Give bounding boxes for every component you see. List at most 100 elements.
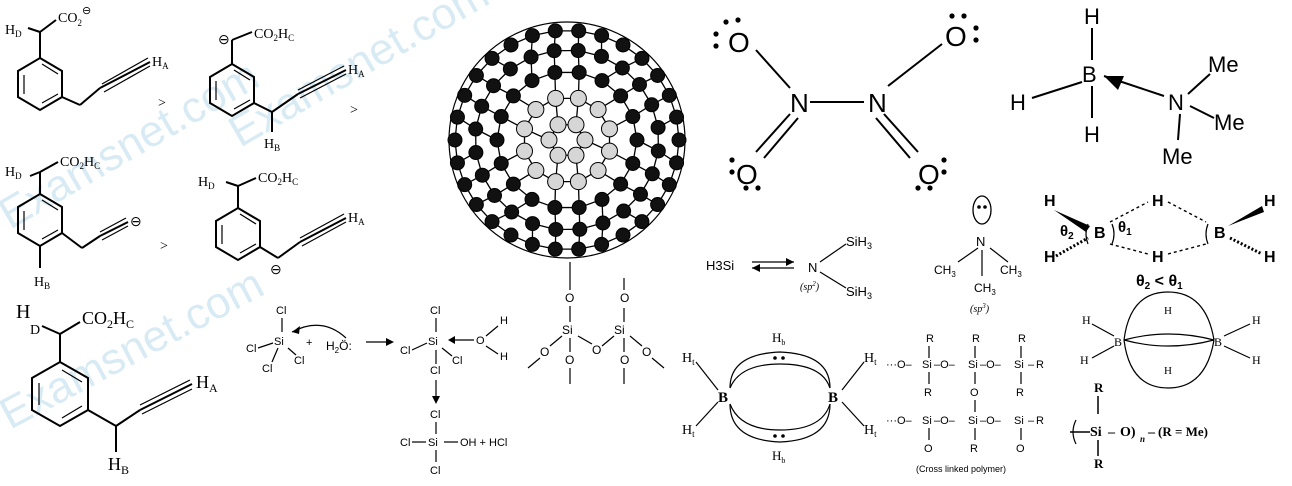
- benzene-ring: [31, 360, 89, 428]
- carbon-atom: [625, 109, 641, 125]
- cl-atom: Cl: [452, 355, 462, 367]
- carbon-atom: [571, 64, 587, 80]
- carbanion-charge: ⊖: [270, 263, 282, 278]
- carbon-atom: [474, 167, 490, 183]
- silyl-group: SiH3: [846, 284, 872, 301]
- carbon-atom: [547, 64, 563, 80]
- si-atom: Si: [1090, 425, 1102, 440]
- o-atom: O: [970, 387, 979, 399]
- cl-atom: Cl: [430, 365, 440, 377]
- ha-label: HA: [348, 63, 365, 79]
- carbon-atom: [527, 101, 545, 119]
- carbon-atom: [524, 28, 540, 44]
- o-atom: O: [540, 345, 549, 359]
- carbon-atom: [515, 120, 533, 138]
- h-atom: H: [1152, 193, 1164, 210]
- r-group: R: [1018, 333, 1026, 345]
- carbon-atom: [615, 227, 631, 243]
- svg-text:···O–: ···O–: [886, 415, 913, 427]
- carbon-atom: [571, 23, 587, 39]
- carbon-atom: [601, 142, 619, 160]
- carbon-atom: [669, 109, 685, 125]
- carbanion-charge: ⊖: [130, 215, 142, 230]
- carbon-atom: [669, 155, 685, 171]
- carbon-atom: [524, 191, 540, 207]
- cl-atom: Cl: [246, 343, 256, 355]
- si-atom: Si: [922, 415, 932, 427]
- h-atom: H: [1080, 353, 1089, 367]
- carbon-atom: [523, 49, 539, 65]
- repeat-n: n: [1140, 434, 1145, 444]
- carbon-atom: [571, 241, 587, 257]
- carbon-atom: [629, 132, 645, 148]
- h-atom: H: [1152, 249, 1164, 266]
- water-molecule: H2Ö:: [326, 339, 352, 355]
- carbon-atom: [468, 121, 484, 137]
- svg-text:–O–: –O–: [934, 415, 956, 427]
- benzene-ring: [209, 62, 255, 118]
- o-atom: O: [565, 291, 574, 305]
- carbon-atom: [549, 146, 567, 164]
- h-atom: H: [1084, 4, 1100, 29]
- co2hc-group: CO2HC: [60, 155, 100, 171]
- n-atom: N: [790, 88, 809, 118]
- carbon-atom: [505, 176, 521, 192]
- carbon-atom: [486, 78, 502, 94]
- si-atom: Si: [428, 437, 438, 449]
- b-atom: B: [1094, 225, 1106, 242]
- carbon-atom: [613, 176, 629, 192]
- carbon-atom: [515, 142, 533, 160]
- h-atom: H: [1084, 122, 1100, 147]
- carbon-atom: [616, 203, 632, 219]
- cl-atom: Cl: [400, 437, 410, 449]
- carbon-atom: [569, 89, 587, 107]
- cl-atom: Cl: [294, 355, 304, 367]
- hd-label: HD: [198, 175, 215, 191]
- carbon-atom: [671, 132, 687, 148]
- hydrolysis-product: OH + HCl: [460, 437, 507, 449]
- carbon-atom: [567, 116, 585, 134]
- carbon-atom: [632, 186, 648, 202]
- o-atom: O: [924, 443, 933, 455]
- n-atom: N: [808, 260, 817, 275]
- carbon-atom: [527, 161, 545, 179]
- carbanion-structure-3: HD CO2HC HB ⊖ >: [5, 155, 168, 291]
- diborane-banana-bonds: H H B H H B H H: [1080, 291, 1261, 389]
- carbon-atom: [571, 200, 587, 216]
- h-atom: H: [1082, 313, 1091, 327]
- methyl-group: CH3: [934, 263, 956, 279]
- si-atom: Si: [968, 415, 978, 427]
- carbon-atom: [589, 101, 607, 119]
- greater-than-sign: >: [160, 239, 168, 254]
- n-atom: N: [1168, 90, 1184, 115]
- carbon-atom: [493, 109, 509, 125]
- carbon-atom: [546, 43, 562, 59]
- o-atom: O: [728, 27, 750, 58]
- b-atom: B: [1082, 62, 1097, 87]
- carbon-atom: [569, 173, 587, 191]
- lone-pair-dots: [713, 13, 979, 191]
- carbon-atom: [525, 216, 541, 232]
- carbanion-charge: ⊖: [218, 33, 230, 48]
- h-atom: H: [1252, 353, 1261, 367]
- lone-pair-orbital: [972, 195, 992, 225]
- d-label: D: [30, 323, 40, 338]
- carbon-atom: [644, 166, 660, 182]
- cl-atom: Cl: [276, 305, 286, 317]
- carbon-atom: [549, 116, 567, 134]
- n-atom: N: [868, 88, 887, 118]
- polymer-caption: (Cross linked polymer): [916, 464, 1006, 474]
- carbon-atom: [634, 50, 650, 66]
- carbon-atom: [631, 76, 647, 92]
- carbon-atom: [576, 131, 594, 149]
- carbon-atom: [489, 132, 505, 148]
- svg-text:–O–: –O–: [980, 359, 1002, 371]
- terminal-h: Ht: [682, 351, 695, 367]
- r-equals-me-note: (R = Me): [1158, 424, 1208, 439]
- carbon-atom: [484, 50, 500, 66]
- o-atom: O: [565, 353, 574, 367]
- hb-label: HB: [264, 137, 280, 153]
- methyl-group: Me: [1208, 52, 1239, 77]
- fullerene-c60: [447, 21, 687, 259]
- carbon-atom: [540, 131, 558, 149]
